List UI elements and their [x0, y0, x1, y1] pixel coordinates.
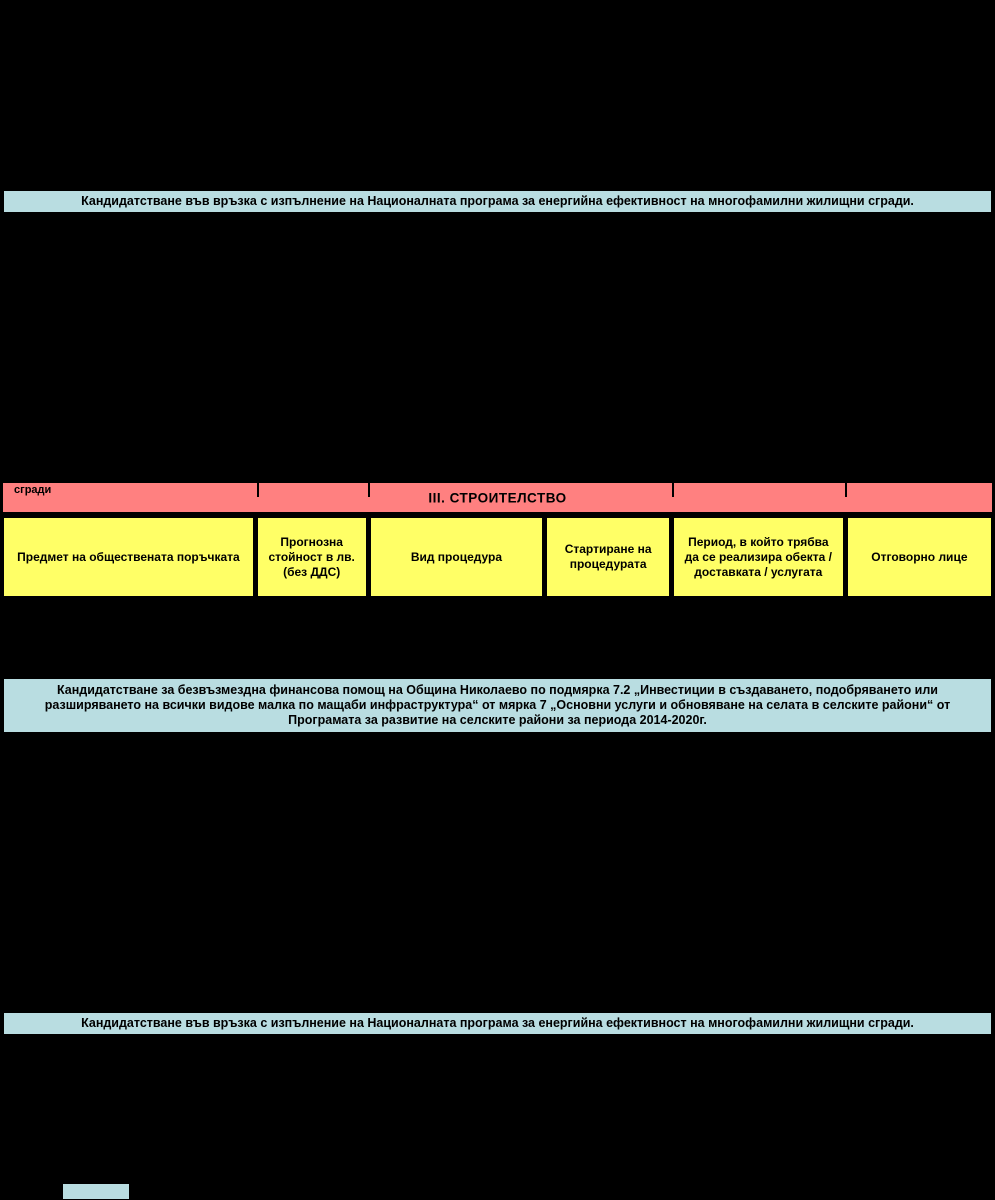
column-divider	[257, 483, 259, 497]
table-header-row: Предмет на обществената поръчката Прогно…	[3, 517, 992, 597]
header-cell-estimated-value: Прогнозна стойност в лв. (без ДДС)	[256, 517, 367, 597]
column-divider	[845, 483, 847, 497]
header-cell-responsible-person: Отговорно лице	[846, 517, 992, 597]
section-construction-band: сгради III. СТРОИТЕЛСТВО	[3, 483, 992, 512]
banner-energy-efficiency-bottom-text: Кандидатстване във връзка с изпълнение н…	[81, 1016, 914, 1030]
section-title-construction: III. СТРОИТЕЛСТВО	[428, 490, 567, 505]
partial-banner-fragment	[62, 1183, 130, 1200]
header-cell-realization-period: Период, в който трябва да се реализира о…	[672, 517, 844, 597]
header-cell-procedure-start: Стартиране на процедурата	[546, 517, 670, 597]
banner-rural-development: Кандидатстване за безвъзмездна финансова…	[3, 678, 992, 733]
header-cell-procedure-type: Вид процедура	[369, 517, 544, 597]
banner-energy-efficiency-top-text: Кандидатстване във връзка с изпълнение н…	[81, 194, 914, 208]
banner-energy-efficiency-top: Кандидатстване във връзка с изпълнение н…	[3, 190, 992, 213]
column-divider	[672, 483, 674, 497]
wrapped-text-fragment: сгради	[14, 484, 52, 496]
column-divider	[368, 483, 370, 497]
banner-rural-development-text: Кандидатстване за безвъзмездна финансова…	[44, 683, 951, 727]
banner-energy-efficiency-bottom: Кандидатстване във връзка с изпълнение н…	[3, 1012, 992, 1035]
header-cell-subject: Предмет на обществената поръчката	[3, 517, 254, 597]
